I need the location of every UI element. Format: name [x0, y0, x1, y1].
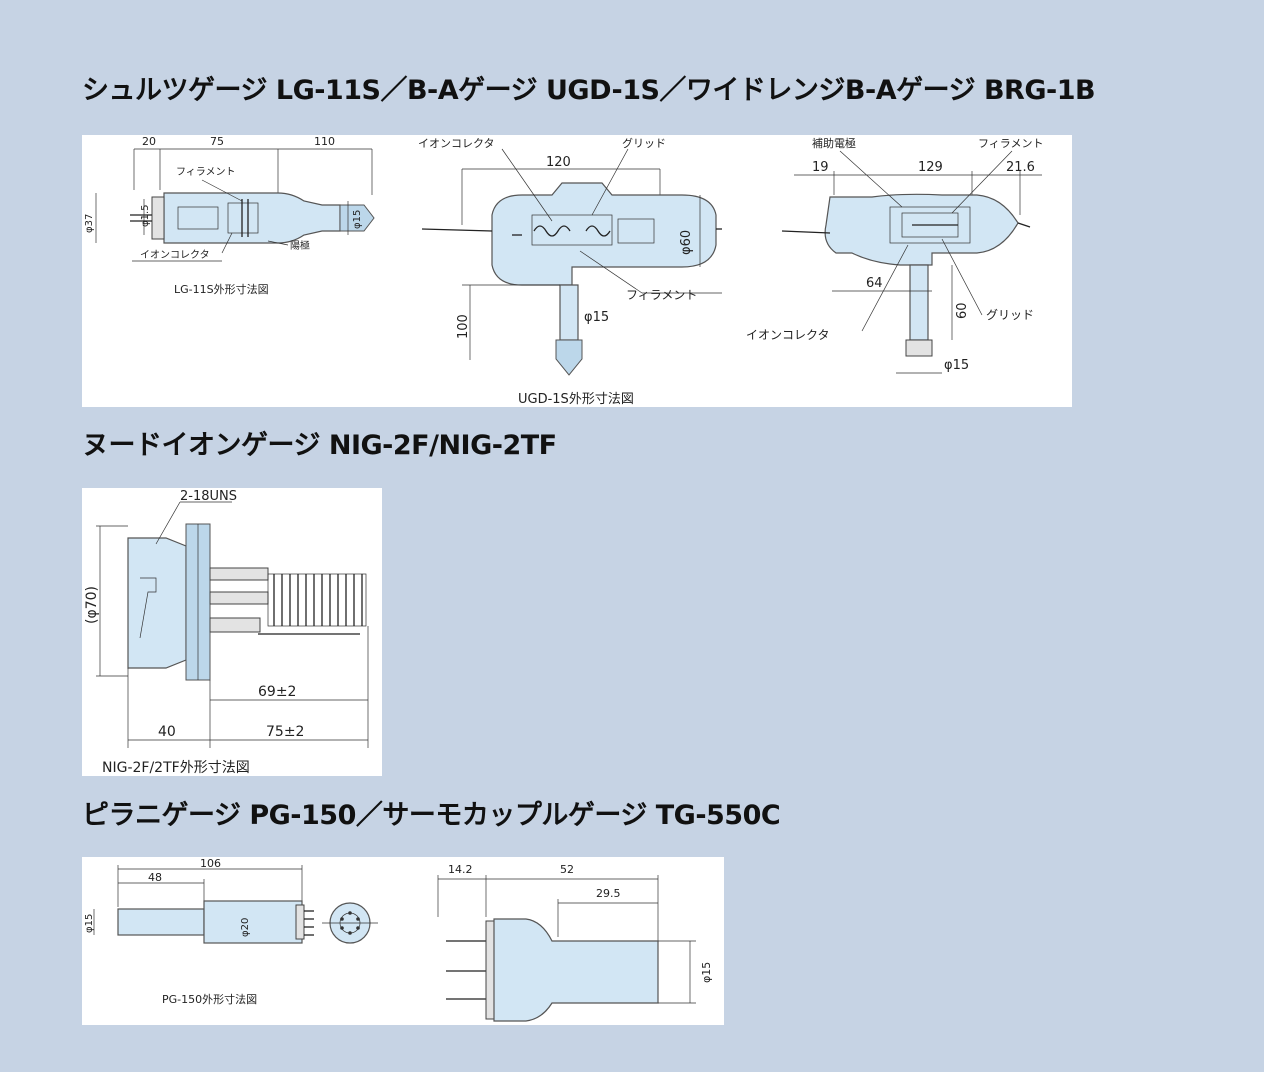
nig2f-caption: NIG-2F/2TF外形寸法図: [102, 760, 250, 776]
lg11s-dim-phi15: φ15: [352, 210, 363, 229]
lg11s-caption: LG-11S外形寸法図: [174, 282, 269, 296]
pg150-dim-phi20: φ20: [240, 918, 251, 937]
ugd1s-drawing: [421, 148, 722, 376]
heading-schulz-ba-gauges: シュルツゲージ LG-11S／B-Aゲージ UGD-1S／ワイドレンジB-Aゲー…: [82, 75, 1096, 106]
diagram-panel-pg150-tg550c: 106 48 φ15 φ20 PG-150外形寸法図 14.2 52 29.5 …: [82, 857, 724, 1025]
pg150-dim-phi15: φ15: [84, 914, 95, 933]
brg1b-dim-64: 64: [866, 276, 883, 291]
brg1b-dim-19: 19: [812, 160, 829, 175]
ugd1s-label-grid: グリッド: [622, 136, 666, 150]
tg550c-dim-14-2: 14.2: [448, 863, 473, 876]
pg150-caption: PG-150外形寸法図: [162, 992, 257, 1006]
pg150-dim-48: 48: [148, 871, 162, 884]
lg11s-dim-phi1-5: φ1.5: [140, 205, 151, 228]
pg150-drawing: [93, 865, 378, 944]
lg11s-dim-75: 75: [210, 135, 224, 148]
diagram-panel-lg11s-ugd1s-brg1b: 20 75 110 フィラメント φ1.5 φ37 φ15 陽極 イオンコレクタ…: [82, 135, 1072, 407]
brg1b-label-filament: フィラメント: [978, 137, 1043, 150]
tg550c-drawing: [437, 875, 696, 1022]
brg1b-dim-60: 60: [955, 302, 970, 319]
diagram-svg-nig2f: 2-18UNS (φ70) 69±2 40 75±2 NIG-2F/2TF外形寸…: [84, 489, 369, 776]
lg11s-dim-phi37: φ37: [84, 214, 95, 233]
ugd1s-dim-120: 120: [546, 155, 571, 170]
lg11s-label-filament: フィラメント: [176, 166, 236, 178]
diagram-svg-row3: 106 48 φ15 φ20 PG-150外形寸法図 14.2 52 29.5 …: [84, 857, 713, 1022]
ugd1s-label-filament: フィラメント: [626, 288, 697, 302]
brg1b-drawing: [781, 150, 1042, 374]
diagram-svg-row1: 20 75 110 フィラメント φ1.5 φ37 φ15 陽極 イオンコレクタ…: [84, 135, 1043, 407]
diagram-panel-nig2f: 2-18UNS (φ70) 69±2 40 75±2 NIG-2F/2TF外形寸…: [82, 488, 382, 776]
brg1b-label-aux-electrode: 補助電極: [812, 136, 856, 150]
brg1b-dim-phi15: φ15: [944, 358, 969, 373]
lg11s-drawing: [95, 148, 375, 262]
nig2f-dim-40: 40: [158, 724, 176, 740]
nig2f-dim-75: 75±2: [266, 724, 304, 740]
ugd1s-dim-phi15: φ15: [584, 310, 609, 325]
pg150-dim-106: 106: [200, 857, 221, 870]
lg11s-label-collector: イオンコレクタ: [140, 249, 210, 261]
lg11s-dim-20: 20: [142, 135, 156, 148]
ugd1s-caption: UGD-1S外形寸法図: [518, 392, 634, 407]
tg550c-dim-phi15: φ15: [700, 962, 713, 983]
nig2f-drawing: [96, 501, 369, 748]
brg1b-dim-129: 129: [918, 160, 943, 175]
nig2f-grid-coil: [273, 574, 363, 626]
ugd1s-label-collector: イオンコレクタ: [418, 137, 495, 150]
heading-nude-ion-gauge: ヌードイオンゲージ NIG-2F/NIG-2TF: [82, 430, 557, 461]
tg550c-dim-29-5: 29.5: [596, 887, 621, 900]
nig2f-dim-69: 69±2: [258, 684, 296, 700]
lg11s-dim-110: 110: [314, 135, 335, 148]
tg550c-dim-52: 52: [560, 863, 574, 876]
nig2f-label-2-18uns: 2-18UNS: [180, 489, 237, 504]
ugd1s-dim-100: 100: [456, 314, 471, 339]
lg11s-label-anode: 陽極: [290, 239, 310, 252]
brg1b-label-collector: イオンコレクタ: [746, 328, 830, 342]
ugd1s-dim-phi60: φ60: [679, 230, 694, 255]
brg1b-label-grid: グリッド: [986, 308, 1034, 322]
heading-pirani-thermocouple-gauges: ピラニゲージ PG-150／サーモカップルゲージ TG-550C: [82, 800, 781, 831]
nig2f-dim-phi70: (φ70): [84, 586, 100, 624]
brg1b-dim-21-6: 21.6: [1006, 160, 1035, 175]
